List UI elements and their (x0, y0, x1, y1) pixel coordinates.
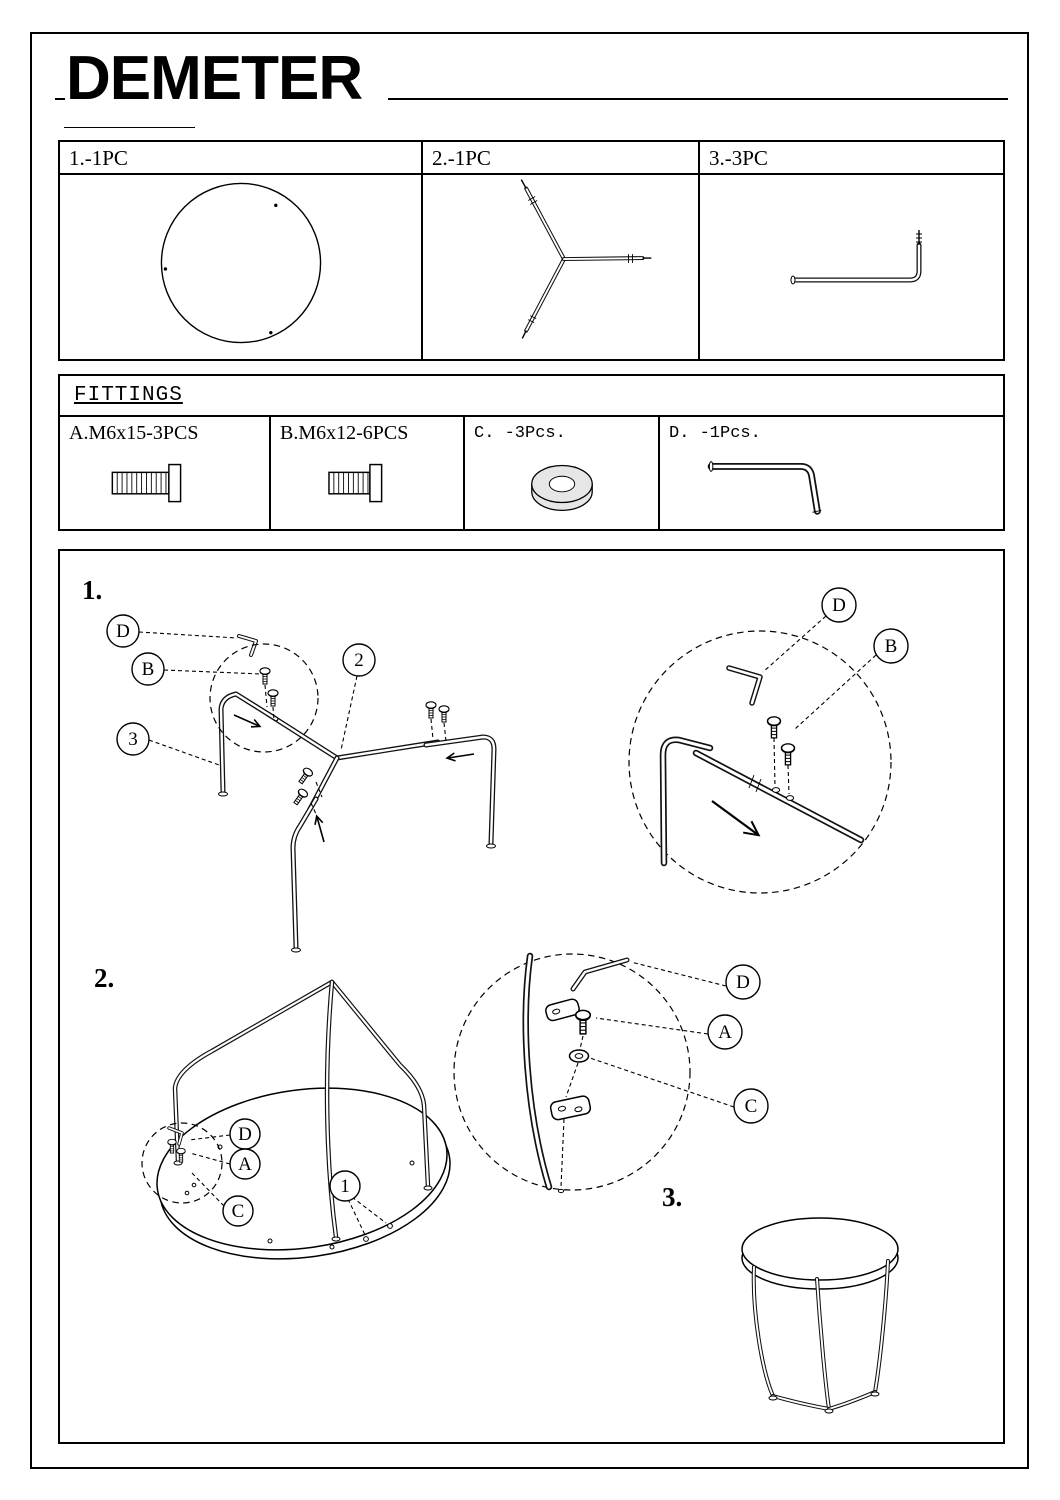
callout-label: D (238, 1124, 252, 1145)
fitting-cell-c: C. -3Pcs. (465, 417, 660, 529)
title-tick (55, 98, 65, 100)
callout-c: C (222, 1195, 254, 1227)
allen-key-icon (570, 957, 630, 992)
title-rule (388, 98, 1008, 100)
callout-label: B (885, 636, 898, 657)
table-top-figure (60, 175, 421, 359)
part-1-label: 1.-1PC (60, 142, 421, 175)
fittings-row: A.M6x15-3PCS B.M6x12-6PCS C. -3Pcs. (60, 417, 1003, 529)
y-frame-figure (423, 175, 698, 359)
leader-d (762, 615, 827, 673)
product-title: DEMETER (66, 44, 363, 113)
fitting-cell-a: A.M6x15-3PCS (60, 417, 271, 529)
callout-2: 2 (342, 643, 376, 677)
callout-label: C (232, 1201, 245, 1222)
callout-label: 2 (354, 650, 364, 671)
bolt-m6x15-icon (111, 463, 182, 503)
leader-c (589, 1057, 735, 1108)
allen-key-icon (726, 665, 763, 706)
fittings-table: FITTINGS A.M6x15-3PCS B.M6x12-6PCS (58, 374, 1005, 531)
assembly-box: 1. (58, 549, 1005, 1444)
step3-label: 3. (662, 1182, 682, 1212)
table-top-surface (741, 1217, 899, 1281)
fitting-c-label: C. -3Pcs. (474, 424, 566, 443)
leader-1 (351, 1196, 387, 1224)
fittings-header: FITTINGS (60, 376, 1003, 417)
callout-label: 3 (128, 729, 138, 750)
lower-bracket (549, 1095, 592, 1121)
fitting-cell-d: D. -1Pcs. (660, 417, 1003, 529)
leader-b (794, 654, 877, 730)
part-cell-3: 3.-3PC (700, 142, 1003, 359)
leader-3 (148, 739, 220, 766)
parts-table: 1.-1PC 2.-1PC (58, 140, 1005, 361)
step1-detail-diagram: D B (628, 587, 909, 894)
callout-label: D (832, 595, 846, 616)
leader-a (595, 1017, 709, 1035)
part-2-label: 2.-1PC (423, 142, 698, 175)
part-cell-1: 1.-1PC (60, 142, 423, 359)
callout-label: 1 (340, 1176, 350, 1197)
page-border (30, 32, 1029, 1469)
callout-label: A (238, 1154, 252, 1175)
upper-bracket (545, 998, 580, 1022)
step1-frame (218, 691, 497, 953)
leader-c (191, 1172, 225, 1207)
leg-figure (700, 175, 1003, 359)
step2-detail-diagram: D A C (453, 952, 769, 1194)
insert-arrow (314, 814, 325, 843)
leader-d (630, 961, 727, 987)
allen-key-icon (707, 461, 822, 515)
step2-detail-ring (141, 1122, 223, 1204)
callout-a: A (229, 1148, 261, 1180)
step1-label: 1. (82, 575, 102, 605)
step3-legs (751, 1259, 890, 1414)
detail-ring (628, 630, 892, 894)
leader-b (163, 669, 262, 675)
step1-detail-ring (209, 643, 319, 753)
step2-frame (172, 979, 433, 1242)
part-3-label: 3.-3PC (700, 142, 1003, 175)
fittings-title: FITTINGS (74, 384, 183, 407)
callout-label: D (736, 972, 750, 993)
callout-label: A (718, 1022, 732, 1043)
fitting-b-label: B.M6x12-6PCS (280, 422, 409, 444)
callout-label: C (745, 1096, 758, 1117)
step2-diagram: 2. (94, 963, 451, 1260)
callout-label: B (142, 659, 155, 680)
assembly-diagram: 1. (82, 575, 909, 1414)
callout-b: B (131, 652, 165, 686)
slide-arrow (711, 800, 761, 837)
callout-c: C (733, 1088, 769, 1124)
callout-3: 3 (116, 722, 150, 756)
callout-d: D (725, 964, 761, 1000)
bolt-m6x12-icon (328, 463, 383, 503)
fitting-a-label: A.M6x15-3PCS (69, 422, 199, 444)
step1-diagram: 1. (82, 575, 497, 953)
callout-a: A (707, 1014, 743, 1050)
step1-screws (259, 667, 450, 815)
part-cell-2: 2.-1PC (423, 142, 700, 359)
step2-label: 2. (94, 963, 114, 993)
fitting-d-label: D. -1Pcs. (669, 424, 761, 443)
callout-d: D (229, 1118, 261, 1150)
callout-d: D (821, 587, 857, 623)
detail-ring (453, 953, 691, 1191)
callout-b: B (873, 628, 909, 664)
fitting-cell-b: B.M6x12-6PCS (271, 417, 465, 529)
allen-key-icon (167, 1126, 184, 1146)
callout-label: D (116, 621, 130, 642)
title-underline (64, 127, 195, 128)
leader-1 (347, 1198, 367, 1238)
step3-diagram: 3. (662, 1182, 899, 1414)
washer-icon (531, 464, 593, 511)
allen-key-icon (237, 634, 258, 657)
leader-d (138, 631, 238, 639)
insert-arrow (233, 714, 262, 728)
callout-1: 1 (329, 1170, 361, 1202)
insert-arrow (445, 752, 475, 762)
callout-d: D (106, 614, 140, 648)
leader-2 (340, 675, 358, 751)
